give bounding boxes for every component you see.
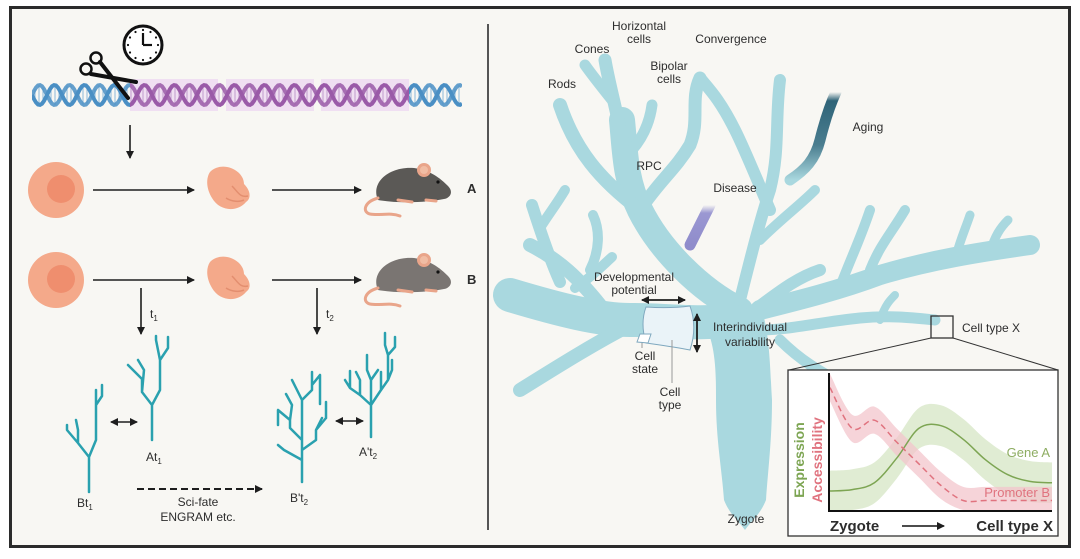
label-horizontal-cells-2: cells bbox=[627, 32, 651, 46]
label-interindividual: Interindividual bbox=[713, 320, 787, 334]
row-b: B bbox=[28, 252, 476, 308]
row-a: A bbox=[28, 162, 477, 218]
cell-type-region bbox=[642, 305, 695, 351]
label-variability: variability bbox=[725, 335, 775, 349]
clock-tick bbox=[128, 51, 132, 54]
inset-chart: Zygote Cell type X Accessibility Express… bbox=[787, 369, 1059, 537]
inset-y-label-accessibility: Accessibility bbox=[809, 417, 825, 503]
tree-label-bt2: B't2 bbox=[290, 491, 309, 507]
clock-tick bbox=[141, 58, 145, 62]
trunk bbox=[700, 305, 772, 530]
label-bipolar-cells: Bipolar bbox=[650, 59, 687, 73]
clock-tick bbox=[154, 51, 158, 54]
clock-icon bbox=[122, 24, 164, 66]
inset-x-label-end: Cell type X bbox=[976, 518, 1053, 535]
legend-promoter-b: Promoter B bbox=[984, 485, 1050, 500]
timepoint-t1-label: t1 bbox=[150, 307, 158, 323]
label-developmental-potential: Developmental bbox=[594, 270, 674, 284]
label-cell-state: Cell bbox=[635, 349, 656, 363]
label-cell-type-2: type bbox=[659, 398, 682, 412]
label-aging: Aging bbox=[853, 120, 884, 134]
label-developmental-potential-2: potential bbox=[611, 283, 656, 297]
clock-tick bbox=[149, 30, 152, 34]
scissors-icon bbox=[79, 51, 138, 100]
dna-helix-icon bbox=[32, 82, 462, 108]
embryo-icon bbox=[207, 166, 250, 210]
label-cones: Cones bbox=[575, 42, 610, 56]
row-label-b: B bbox=[467, 272, 476, 287]
cell-state-region bbox=[636, 333, 652, 344]
lineage-tree-at2 bbox=[343, 331, 397, 439]
aging-branch bbox=[784, 86, 842, 186]
series-line-promoter-b bbox=[829, 387, 1052, 503]
method-label-line1: Sci-fate bbox=[178, 495, 219, 509]
dna-strand bbox=[32, 82, 130, 108]
embryo-icon bbox=[207, 256, 250, 300]
dna-strand bbox=[32, 82, 130, 108]
series-line-gene-a bbox=[829, 423, 1053, 492]
disease-branch bbox=[684, 199, 716, 251]
tree-label-at2: A't2 bbox=[359, 445, 378, 461]
clock-tick bbox=[134, 30, 137, 34]
label-rods: Rods bbox=[548, 77, 576, 91]
callout-line-right bbox=[952, 337, 1059, 371]
method-label-line2: ENGRAM etc. bbox=[160, 510, 235, 524]
dna-strand bbox=[130, 82, 409, 108]
zygote-cell-icon bbox=[28, 252, 84, 308]
branch-labels: Horizontal cells Cones Bipolar cells Con… bbox=[548, 19, 1020, 526]
inset-y-label-expression: Expression bbox=[791, 422, 807, 497]
clock-tick bbox=[141, 28, 145, 32]
clock-tick bbox=[154, 36, 158, 39]
label-horizontal-cells: Horizontal bbox=[612, 19, 666, 33]
timepoint-t2-label: t2 bbox=[326, 307, 334, 323]
dna-strand bbox=[130, 82, 409, 108]
label-cell-type-x: Cell type X bbox=[962, 321, 1020, 335]
lineage-tree-bt1 bbox=[65, 383, 104, 494]
clock-tick bbox=[128, 36, 132, 39]
legend-gene-a: Gene A bbox=[1007, 445, 1051, 460]
callout-line-left bbox=[788, 337, 932, 371]
tree-label-bt1: Bt1 bbox=[77, 496, 93, 512]
label-cell-type: Cell bbox=[660, 385, 681, 399]
cell-type-x-selection-box bbox=[930, 315, 954, 339]
dna-strand bbox=[32, 79, 462, 111]
series-band-promoter-b bbox=[830, 374, 1052, 510]
zygote-cell-icon bbox=[28, 162, 84, 218]
clock-tick bbox=[156, 43, 160, 47]
clock-tick bbox=[126, 43, 130, 47]
inset-x-label-start: Zygote bbox=[830, 518, 879, 535]
clock-tick bbox=[134, 56, 137, 60]
row-label-a: A bbox=[467, 181, 477, 196]
label-disease: Disease bbox=[713, 181, 757, 195]
label-zygote: Zygote bbox=[728, 512, 765, 526]
label-convergence: Convergence bbox=[695, 32, 767, 46]
label-rpc: RPC bbox=[636, 159, 662, 173]
developmental-tree bbox=[493, 53, 1040, 530]
mouse-icon bbox=[363, 253, 451, 308]
dna-barcode-segment bbox=[321, 79, 409, 111]
lineage-tree-bt2 bbox=[276, 370, 328, 484]
tree-label-at1: At1 bbox=[146, 450, 162, 466]
clock-tick bbox=[149, 56, 152, 60]
label-cell-state-2: state bbox=[632, 362, 658, 376]
mouse-icon bbox=[363, 163, 451, 218]
label-bipolar-cells-2: cells bbox=[657, 72, 681, 86]
lineage-tree-at1 bbox=[126, 334, 170, 442]
series-band-gene-a bbox=[830, 403, 1052, 510]
